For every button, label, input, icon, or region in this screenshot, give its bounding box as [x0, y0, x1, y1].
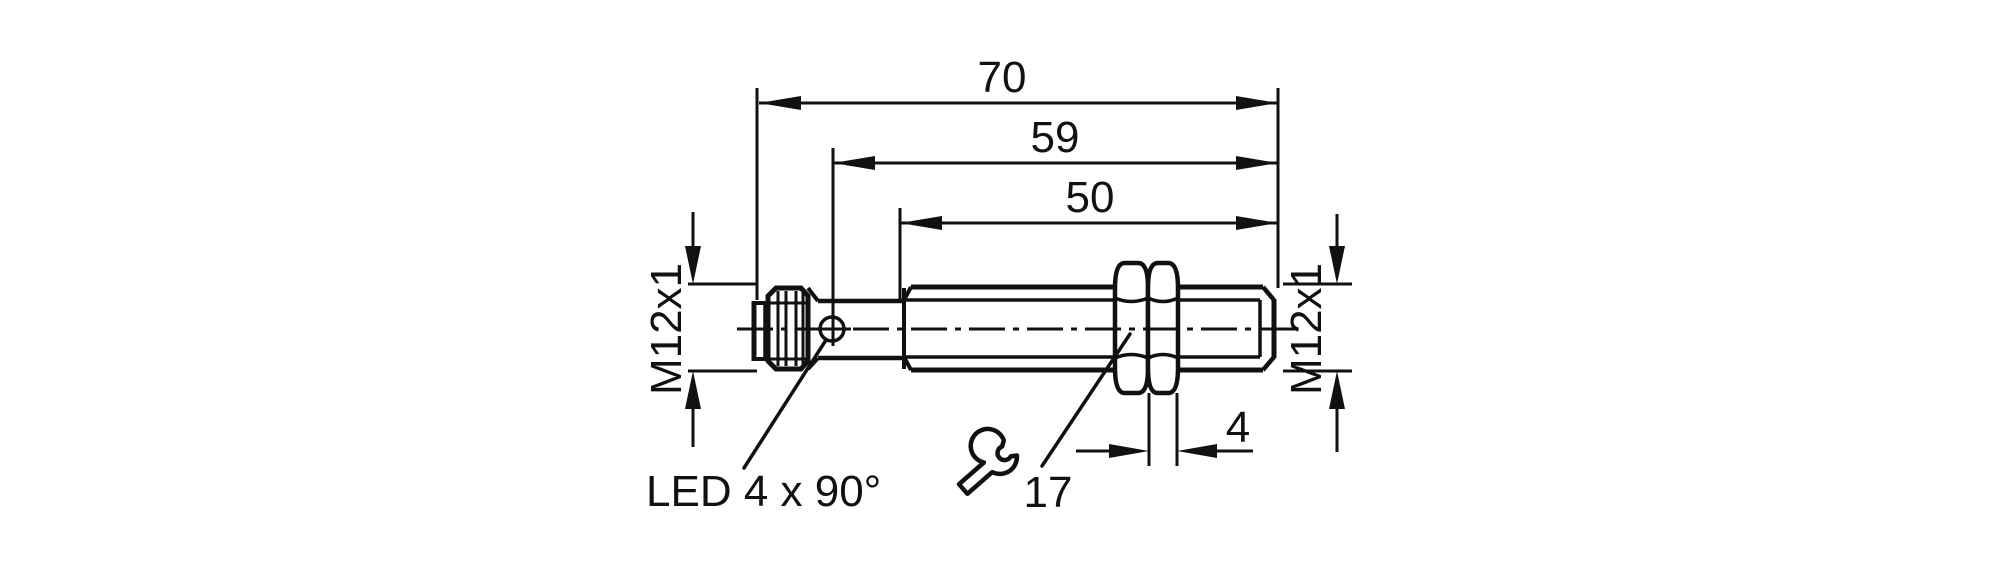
- dimension-value-59: 59: [1031, 113, 1080, 162]
- annotations: LED 4 x 90° 17: [646, 332, 1132, 517]
- thread-label-right: M12x1: [1282, 263, 1331, 395]
- wrench-callout: 17: [956, 332, 1132, 517]
- dimension-value-50: 50: [1066, 173, 1115, 222]
- led-label: LED 4 x 90°: [646, 467, 881, 516]
- wrench-size-value: 17: [1024, 468, 1073, 517]
- wrench-leader-line: [1040, 332, 1132, 468]
- dimension-led-position: 59: [831, 113, 1278, 346]
- dimension-overall-length: 70: [755, 53, 1278, 300]
- dimension-nut-width: 4: [1076, 393, 1253, 466]
- led-leader-line: [742, 338, 828, 470]
- thread-label-left: M12x1: [642, 263, 691, 395]
- dimension-value-4: 4: [1226, 403, 1250, 452]
- dimension-threaded-length: 50: [898, 173, 1278, 300]
- sensor-body: [737, 260, 1297, 396]
- dimension-connector-thread: M12x1: [642, 212, 757, 447]
- dimension-barrel-thread: M12x1: [1282, 214, 1352, 452]
- wrench-icon: [956, 426, 1020, 497]
- led-callout: LED 4 x 90°: [646, 338, 881, 516]
- dimensions: 70 59 50 M12x1: [642, 53, 1352, 466]
- dimension-value-70: 70: [978, 53, 1027, 102]
- connector-face: [751, 301, 768, 361]
